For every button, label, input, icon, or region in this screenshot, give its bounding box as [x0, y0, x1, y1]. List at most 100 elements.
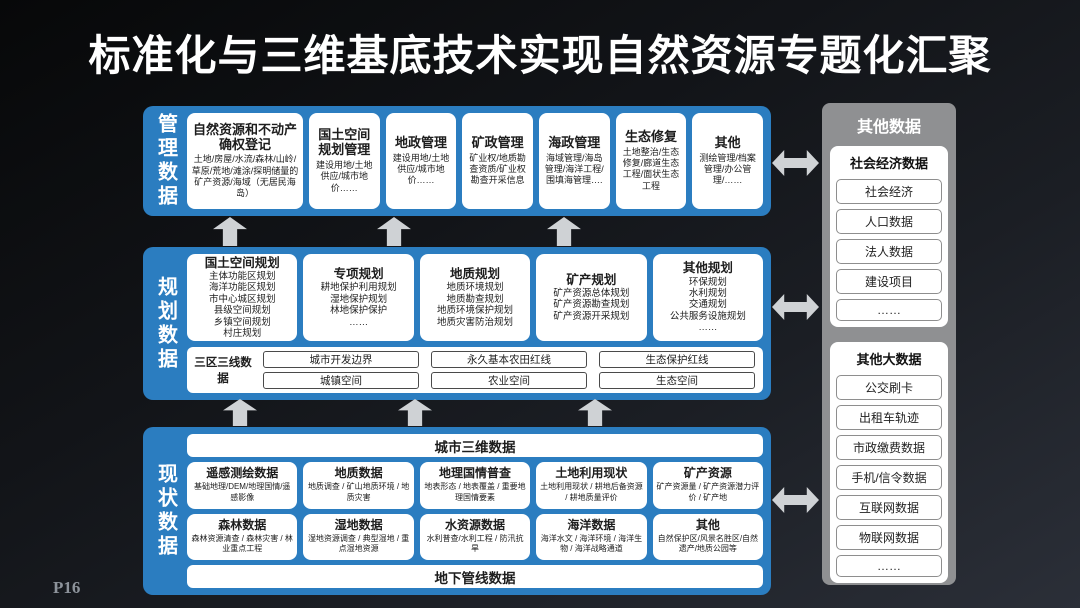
box-body: 建设用地/土地供应/城市地价…… — [316, 160, 373, 193]
data-box: 生态修复 土地整治/生态修复/廊道生态工程/面状生态工程 — [615, 113, 687, 209]
data-pill: 社会经济 — [836, 179, 942, 204]
box-body: 基础地理/DEM/地理国情/遥感影像 — [193, 482, 291, 502]
box-body: 地质环境规划 地质勘查规划 地质环境保护规划 地质灾害防治规划 — [437, 282, 514, 328]
up-arrow-icon — [223, 399, 257, 426]
page-number: P16 — [53, 578, 81, 597]
card-title: 社会经济数据 — [849, 156, 928, 171]
box-title: 地质数据 — [334, 466, 383, 481]
zone-cell: 农业空间 — [431, 372, 587, 389]
planning-boxes: 国土空间规划 主体功能区规划 海洋功能区规划 市中心城区规划 县级空间规划 乡镇… — [187, 254, 764, 341]
up-arrow-icon — [398, 399, 432, 426]
data-box: 矿政管理 矿业权/地质勘查资质/矿业权勘查开采信息 — [462, 113, 533, 209]
box-title: 水资源数据 — [445, 517, 506, 532]
section-status-data: 现状数据 城市三维数据 遥感测绘数据 基础地理/DEM/地理国情/遥感影像 地质… — [143, 427, 771, 595]
box-title: 森林数据 — [218, 517, 267, 532]
box-body: 土地/房屋/水流/森林/山岭/草原/荒地/滩涂/探明储量的矿产资源/海域（无居民… — [191, 154, 299, 199]
box-title: 其他 — [714, 134, 741, 150]
data-box: 其他规划 环保规划 水利规划 交通规划 公共服务设施规划 …… — [652, 254, 764, 341]
box-title: 矿产规划 — [566, 272, 617, 287]
zone-cell: 永久基本农田红线 — [431, 351, 587, 368]
data-box: 矿产规划 矿产资源总体规划 矿产资源勘查规划 矿产资源开采规划 — [536, 254, 647, 341]
data-pill: 市政缴费数据 — [836, 435, 942, 460]
data-box: 国土空间规划管理 建设用地/土地供应/城市地价…… — [308, 113, 380, 209]
socioeconomic-data-card: 社会经济数据 社会经济 人口数据 法人数据 建设项目 …… — [830, 146, 948, 327]
section-management-data: 管理数据 自然资源和不动产确权登记 土地/房屋/水流/森林/山岭/草原/荒地/滩… — [143, 106, 771, 216]
data-box: 土地利用现状 土地利用现状 / 耕地后备资源 / 耕地质量评价 — [536, 462, 647, 509]
underground-pipeline-bar: 地下管线数据 — [187, 565, 763, 588]
data-pill: 人口数据 — [836, 209, 942, 234]
three-zones-grid: 城市开发边界 永久基本农田红线 生态保护红线 城镇空间 农业空间 生态空间 — [263, 351, 755, 389]
box-title: 国土空间规划 — [204, 255, 280, 270]
data-pill: 法人数据 — [836, 239, 942, 264]
box-body: 土地利用现状 / 耕地后备资源 / 耕地质量评价 — [540, 482, 643, 502]
double-arrow-icon — [772, 294, 819, 320]
section-label-status: 现状数据 — [154, 463, 177, 559]
up-arrow-icon — [578, 399, 612, 426]
box-body: 耕地保护利用规划 湿地保护规划 林地保护保护 …… — [320, 282, 397, 328]
box-title: 矿政管理 — [471, 134, 524, 150]
data-box: 海洋数据 海洋水文 / 海洋环境 / 海洋生物 / 海洋战略通道 — [536, 513, 647, 560]
zone-cell: 城镇空间 — [263, 372, 419, 389]
data-box: 专项规划 耕地保护利用规划 湿地保护规划 林地保护保护 …… — [303, 254, 414, 341]
box-title: 生态修复 — [624, 129, 677, 145]
data-box: 国土空间规划 主体功能区规划 海洋功能区规划 市中心城区规划 县级空间规划 乡镇… — [187, 254, 298, 341]
up-arrow-icon — [377, 217, 411, 246]
box-title: 地理国情普查 — [439, 466, 512, 481]
double-arrow-icon — [772, 487, 819, 513]
up-arrow-icon — [213, 217, 247, 246]
box-body: 测绘管理/档案管理/办公管理/…… — [699, 152, 756, 186]
box-title: 海洋数据 — [567, 517, 616, 532]
data-box: 海政管理 海域管理/海岛管理/海洋工程/围填海管理…. — [538, 113, 610, 209]
box-body: 主体功能区规划 海洋功能区规划 市中心城区规划 县级空间规划 乡镇空间规划 村庄… — [208, 271, 276, 339]
data-box: 遥感测绘数据 基础地理/DEM/地理国情/遥感影像 — [187, 462, 298, 509]
data-box: 水资源数据 水利普查/水利工程 / 防汛抗旱 — [419, 513, 531, 560]
box-title: 专项规划 — [333, 267, 384, 282]
data-box: 自然资源和不动产确权登记 土地/房屋/水流/森林/山岭/草原/荒地/滩涂/探明储… — [187, 113, 303, 209]
other-data-title: 其他数据 — [856, 119, 921, 136]
box-title: 地政管理 — [394, 134, 447, 150]
status-row-2: 森林数据 森林资源清查 / 森林灾害 / 林业重点工程 湿地数据 湿地资源调查 … — [187, 513, 764, 560]
data-box: 矿产资源 矿产资源量 / 矿产资源潜力评价 / 矿产地 — [652, 462, 764, 509]
data-box: 其他 自然保护区/风景名胜区/自然遗产/地质公园等 — [652, 513, 764, 560]
box-title: 湿地数据 — [334, 517, 383, 532]
box-title: 自然资源和不动产确权登记 — [192, 121, 297, 152]
data-pill: 物联网数据 — [836, 525, 942, 550]
box-body: 海域管理/海岛管理/海洋工程/围填海管理…. — [544, 152, 604, 186]
box-title: 海政管理 — [548, 134, 601, 150]
zone-cell: 城市开发边界 — [263, 351, 419, 368]
box-title: 其他规划 — [682, 261, 733, 276]
box-title: 地质规划 — [450, 267, 501, 282]
data-box: 地政管理 建设用地/土地供应/城市地价…… — [385, 113, 457, 209]
box-body: 地质调查 / 矿山地质环境 / 地质灾害 — [307, 482, 410, 502]
planning-content: 国土空间规划 主体功能区规划 海洋功能区规划 市中心城区规划 县级空间规划 乡镇… — [187, 254, 764, 393]
box-body: 森林资源清查 / 森林灾害 / 林业重点工程 — [191, 533, 293, 554]
box-body: 湿地资源调查 / 典型湿地 / 重点湿地资源 — [307, 533, 410, 554]
data-pill: 出租车轨迹 — [836, 405, 942, 430]
data-pill: 公交刷卡 — [836, 375, 942, 400]
up-arrow-icon — [547, 217, 581, 246]
box-body: 地表形态 / 地表覆盖 / 重要地理国情要素 — [424, 482, 526, 502]
box-body: 土地整治/生态修复/廊道生态工程/面状生态工程 — [622, 146, 680, 191]
management-boxes: 自然资源和不动产确权登记 土地/房屋/水流/森林/山岭/草原/荒地/滩涂/探明储… — [187, 113, 763, 209]
city-3d-bar: 城市三维数据 — [187, 434, 763, 457]
box-body: 矿产资源总体规划 矿产资源勘查规划 矿产资源开采规划 — [553, 288, 630, 322]
section-label-management: 管理数据 — [154, 113, 177, 209]
box-title: 遥感测绘数据 — [206, 466, 279, 481]
section-label-planning: 规划数据 — [154, 275, 177, 372]
three-zones-panel: 三区三线数据 城市开发边界 永久基本农田红线 生态保护红线 城镇空间 农业空间 … — [187, 347, 763, 393]
box-body: 自然保护区/风景名胜区/自然遗产/地质公园等 — [657, 533, 759, 554]
box-body: 海洋水文 / 海洋环境 / 海洋生物 / 海洋战略通道 — [540, 533, 643, 554]
box-body: 矿业权/地质勘查资质/矿业权勘查开采信息 — [469, 152, 526, 186]
data-pill: 互联网数据 — [836, 495, 942, 520]
box-body: 水利普查/水利工程 / 防汛抗旱 — [426, 533, 524, 554]
box-title: 其他 — [695, 517, 720, 532]
data-pill: …… — [836, 555, 942, 577]
status-content: 城市三维数据 遥感测绘数据 基础地理/DEM/地理国情/遥感影像 地质数据 地质… — [187, 434, 764, 588]
other-big-data-card: 其他大数据 公交刷卡 出租车轨迹 市政缴费数据 手机/信令数据 互联网数据 物联… — [830, 342, 948, 583]
zone-cell: 生态保护红线 — [599, 351, 755, 368]
data-box: 地质数据 地质调查 / 矿山地质环境 / 地质灾害 — [303, 462, 414, 509]
zone-cell: 生态空间 — [599, 372, 755, 389]
card-title: 其他大数据 — [856, 352, 922, 367]
box-title: 土地利用现状 — [555, 466, 628, 481]
